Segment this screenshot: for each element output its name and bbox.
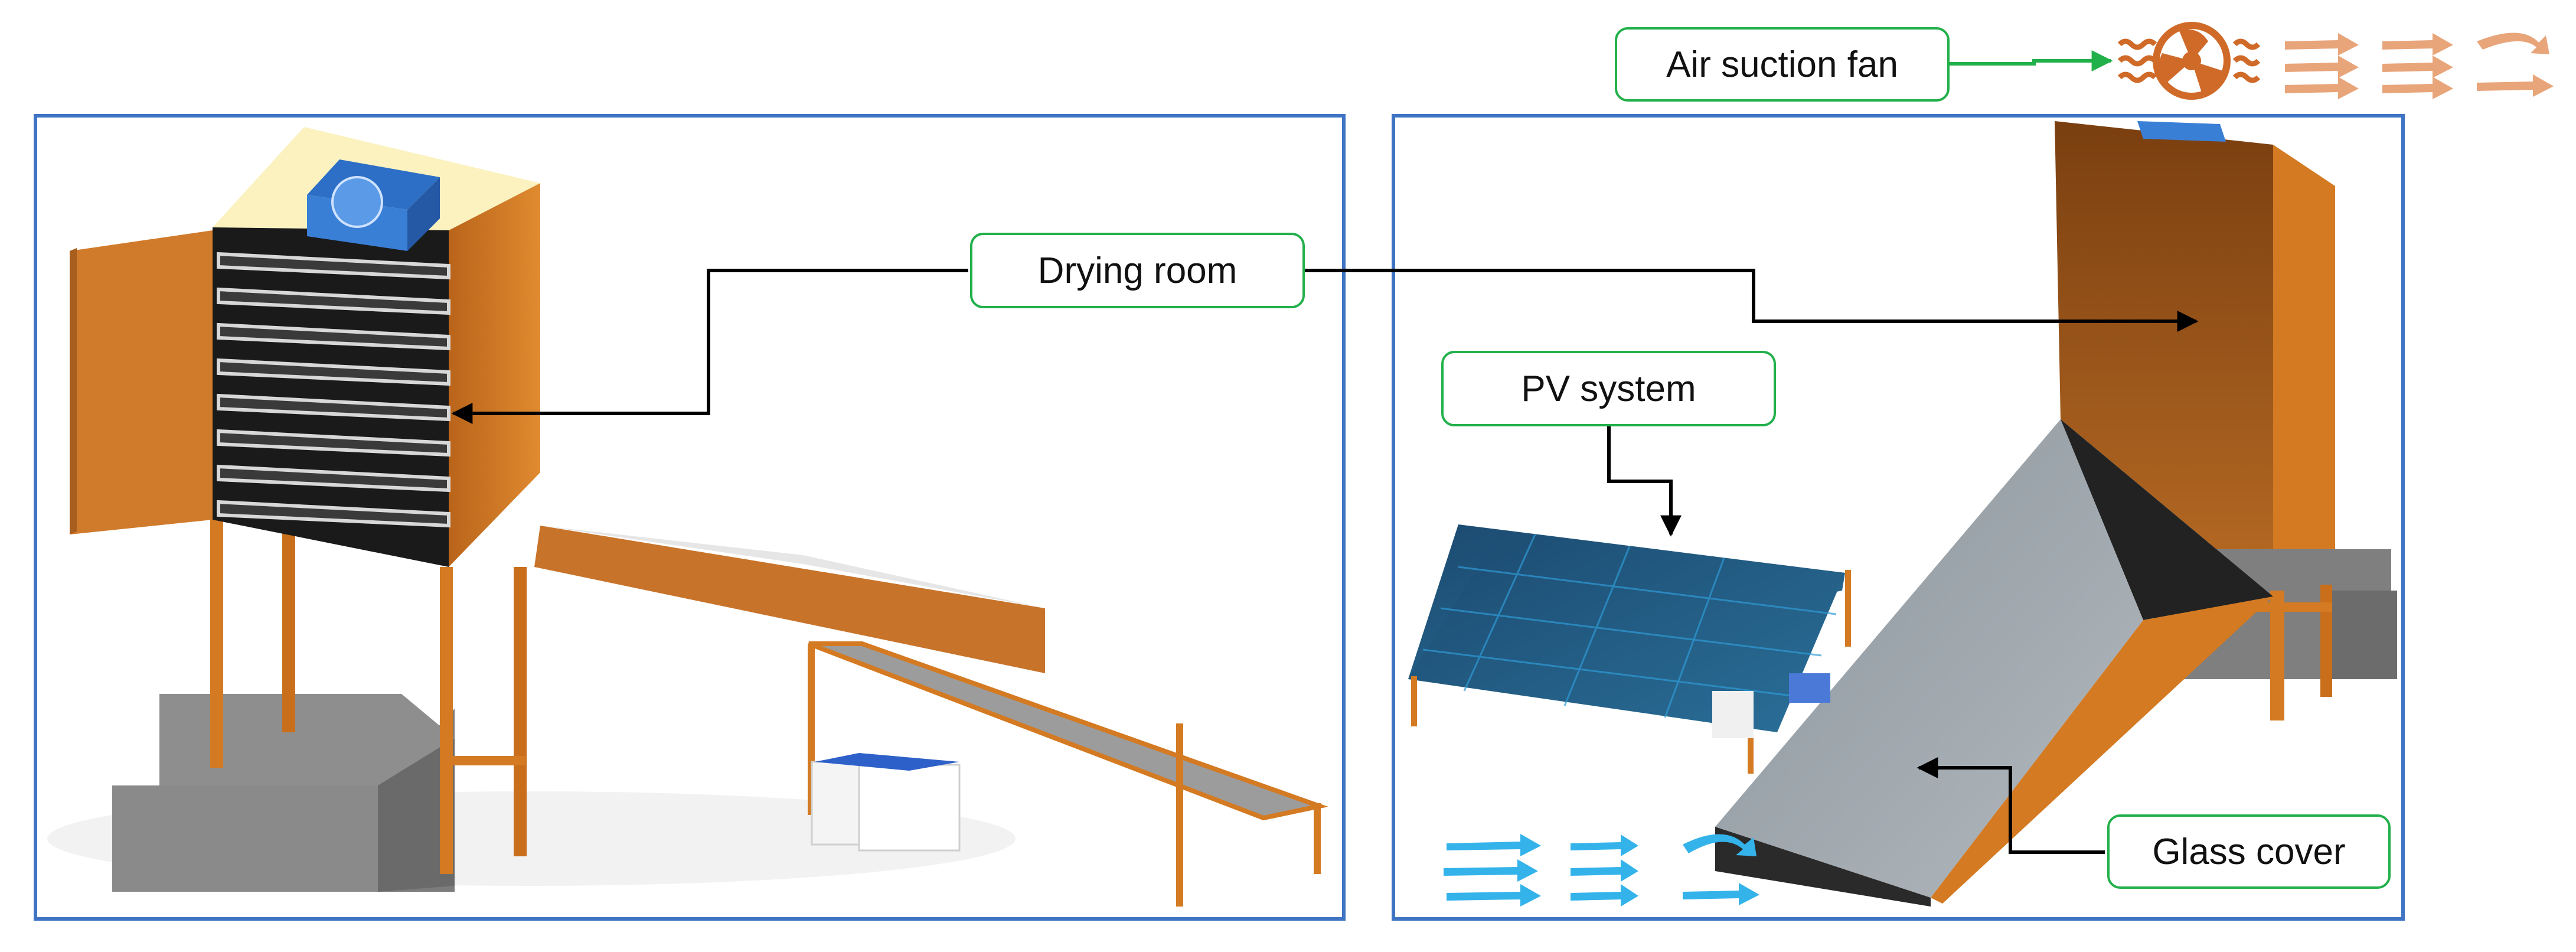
pv-system-label: PV system bbox=[1441, 351, 1776, 426]
air-suction-fan-label: Air suction fan bbox=[1615, 27, 1950, 102]
callout-connectors bbox=[451, 269, 2199, 854]
exhaust-arrows-icon bbox=[2285, 32, 2554, 99]
drying-room-label: Drying room bbox=[970, 233, 1305, 308]
left-panel-frame bbox=[34, 114, 1346, 921]
fan-icon bbox=[2117, 22, 2261, 100]
right-panel-frame bbox=[1392, 114, 2405, 921]
airflow-arrows-icon bbox=[1444, 834, 1759, 907]
fan-callout-connector bbox=[1948, 50, 2113, 71]
drying-room-right-view bbox=[1408, 121, 2397, 907]
glass-cover-label: Glass cover bbox=[2107, 814, 2391, 889]
drying-room-left-view bbox=[47, 127, 1328, 907]
